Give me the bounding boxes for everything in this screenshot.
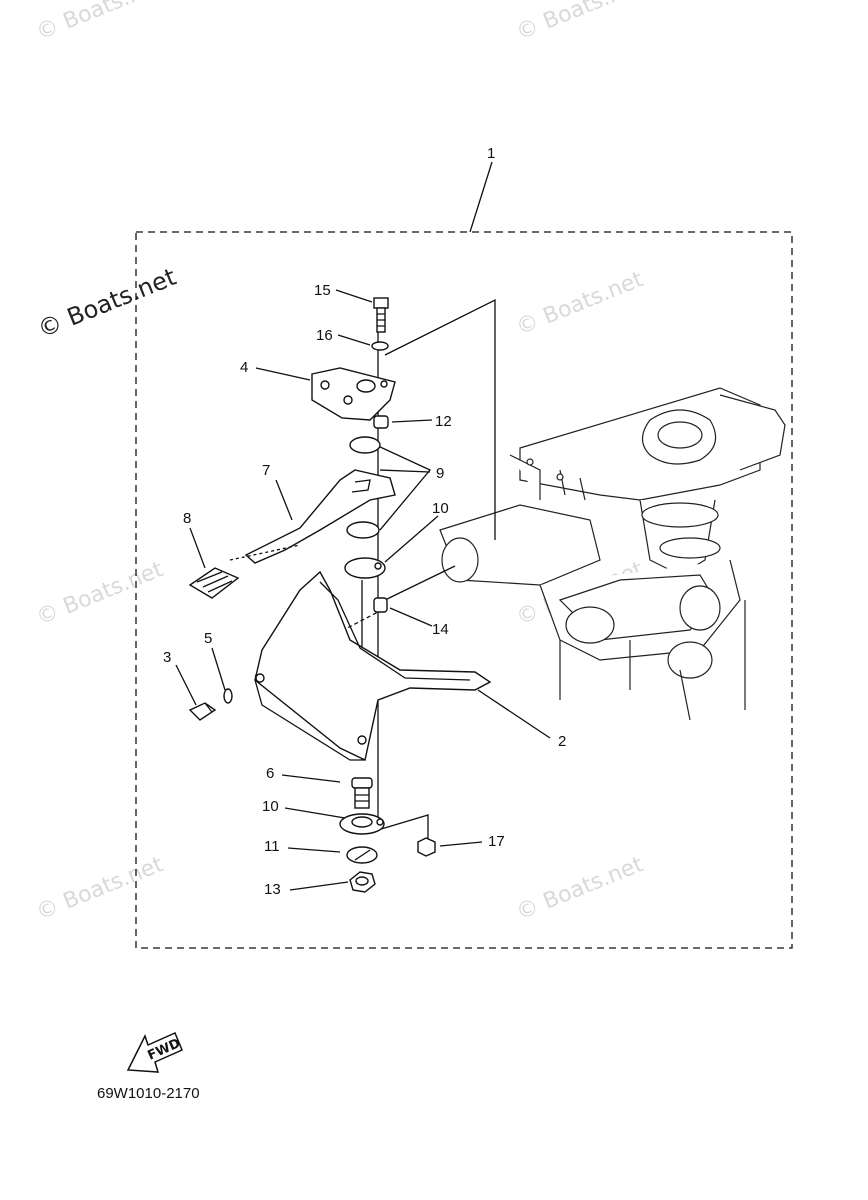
- watermark-dark: © Boats.net: [34, 263, 180, 344]
- label-part-1: 1: [487, 145, 495, 162]
- bracket-2: [254, 570, 492, 762]
- nut-13: [349, 871, 376, 893]
- screw-3: [188, 702, 217, 721]
- label-part-3: 3: [163, 649, 171, 666]
- watermark: © Boats.net: [513, 267, 647, 341]
- washer-10-lower: [339, 813, 385, 835]
- rubber-pad-8: [188, 567, 240, 599]
- label-part-7: 7: [262, 462, 270, 479]
- label-part-12: 12: [435, 413, 452, 430]
- watermark: © Boats.net: [33, 0, 167, 46]
- label-part-15: 15: [314, 282, 331, 299]
- collar-14: [373, 597, 388, 613]
- washer-9-lower: [346, 521, 380, 539]
- watermark: © Boats.net: [513, 852, 647, 926]
- parts: [188, 297, 492, 893]
- disc-11: [346, 846, 378, 864]
- washer-9-upper: [349, 436, 381, 454]
- arm-7: [229, 469, 396, 564]
- bolt-15: [373, 297, 389, 333]
- washer-10-upper: [344, 557, 386, 579]
- watermark: © Boats.net: [513, 0, 647, 46]
- collar-12: [373, 415, 389, 429]
- label-part-9: 9: [436, 465, 444, 482]
- label-part-4: 4: [240, 359, 248, 376]
- washer-16: [371, 341, 389, 351]
- part-labels: 1 15 16 4 12 9 7 10 8 14 5 3 2 6 10 11 1…: [163, 145, 566, 898]
- nut-17: [417, 837, 436, 857]
- label-part-8: 8: [183, 510, 191, 527]
- label-part-10-lower: 10: [262, 798, 279, 815]
- diagram-reference-code: 69W1010-2170: [97, 1085, 200, 1102]
- label-part-5: 5: [204, 630, 212, 647]
- watermark: © Boats.net: [33, 852, 167, 926]
- leader-lines: [175, 161, 551, 891]
- label-part-11: 11: [264, 838, 280, 855]
- washer-5: [223, 688, 233, 704]
- label-part-10-upper: 10: [432, 500, 449, 517]
- label-part-2: 2: [558, 733, 566, 750]
- label-part-17: 17: [488, 833, 505, 850]
- label-part-16: 16: [316, 327, 333, 344]
- label-part-13: 13: [264, 881, 281, 898]
- label-part-6: 6: [266, 765, 274, 782]
- plate-4: [311, 367, 396, 421]
- assembly-boundary: [135, 231, 793, 949]
- steering-bracket-context: [439, 387, 786, 721]
- label-part-14: 14: [432, 621, 449, 638]
- fwd-arrow-icon: FWD: [126, 1032, 183, 1073]
- bolt-6: [351, 777, 373, 809]
- watermark: © Boats.net: [33, 557, 167, 631]
